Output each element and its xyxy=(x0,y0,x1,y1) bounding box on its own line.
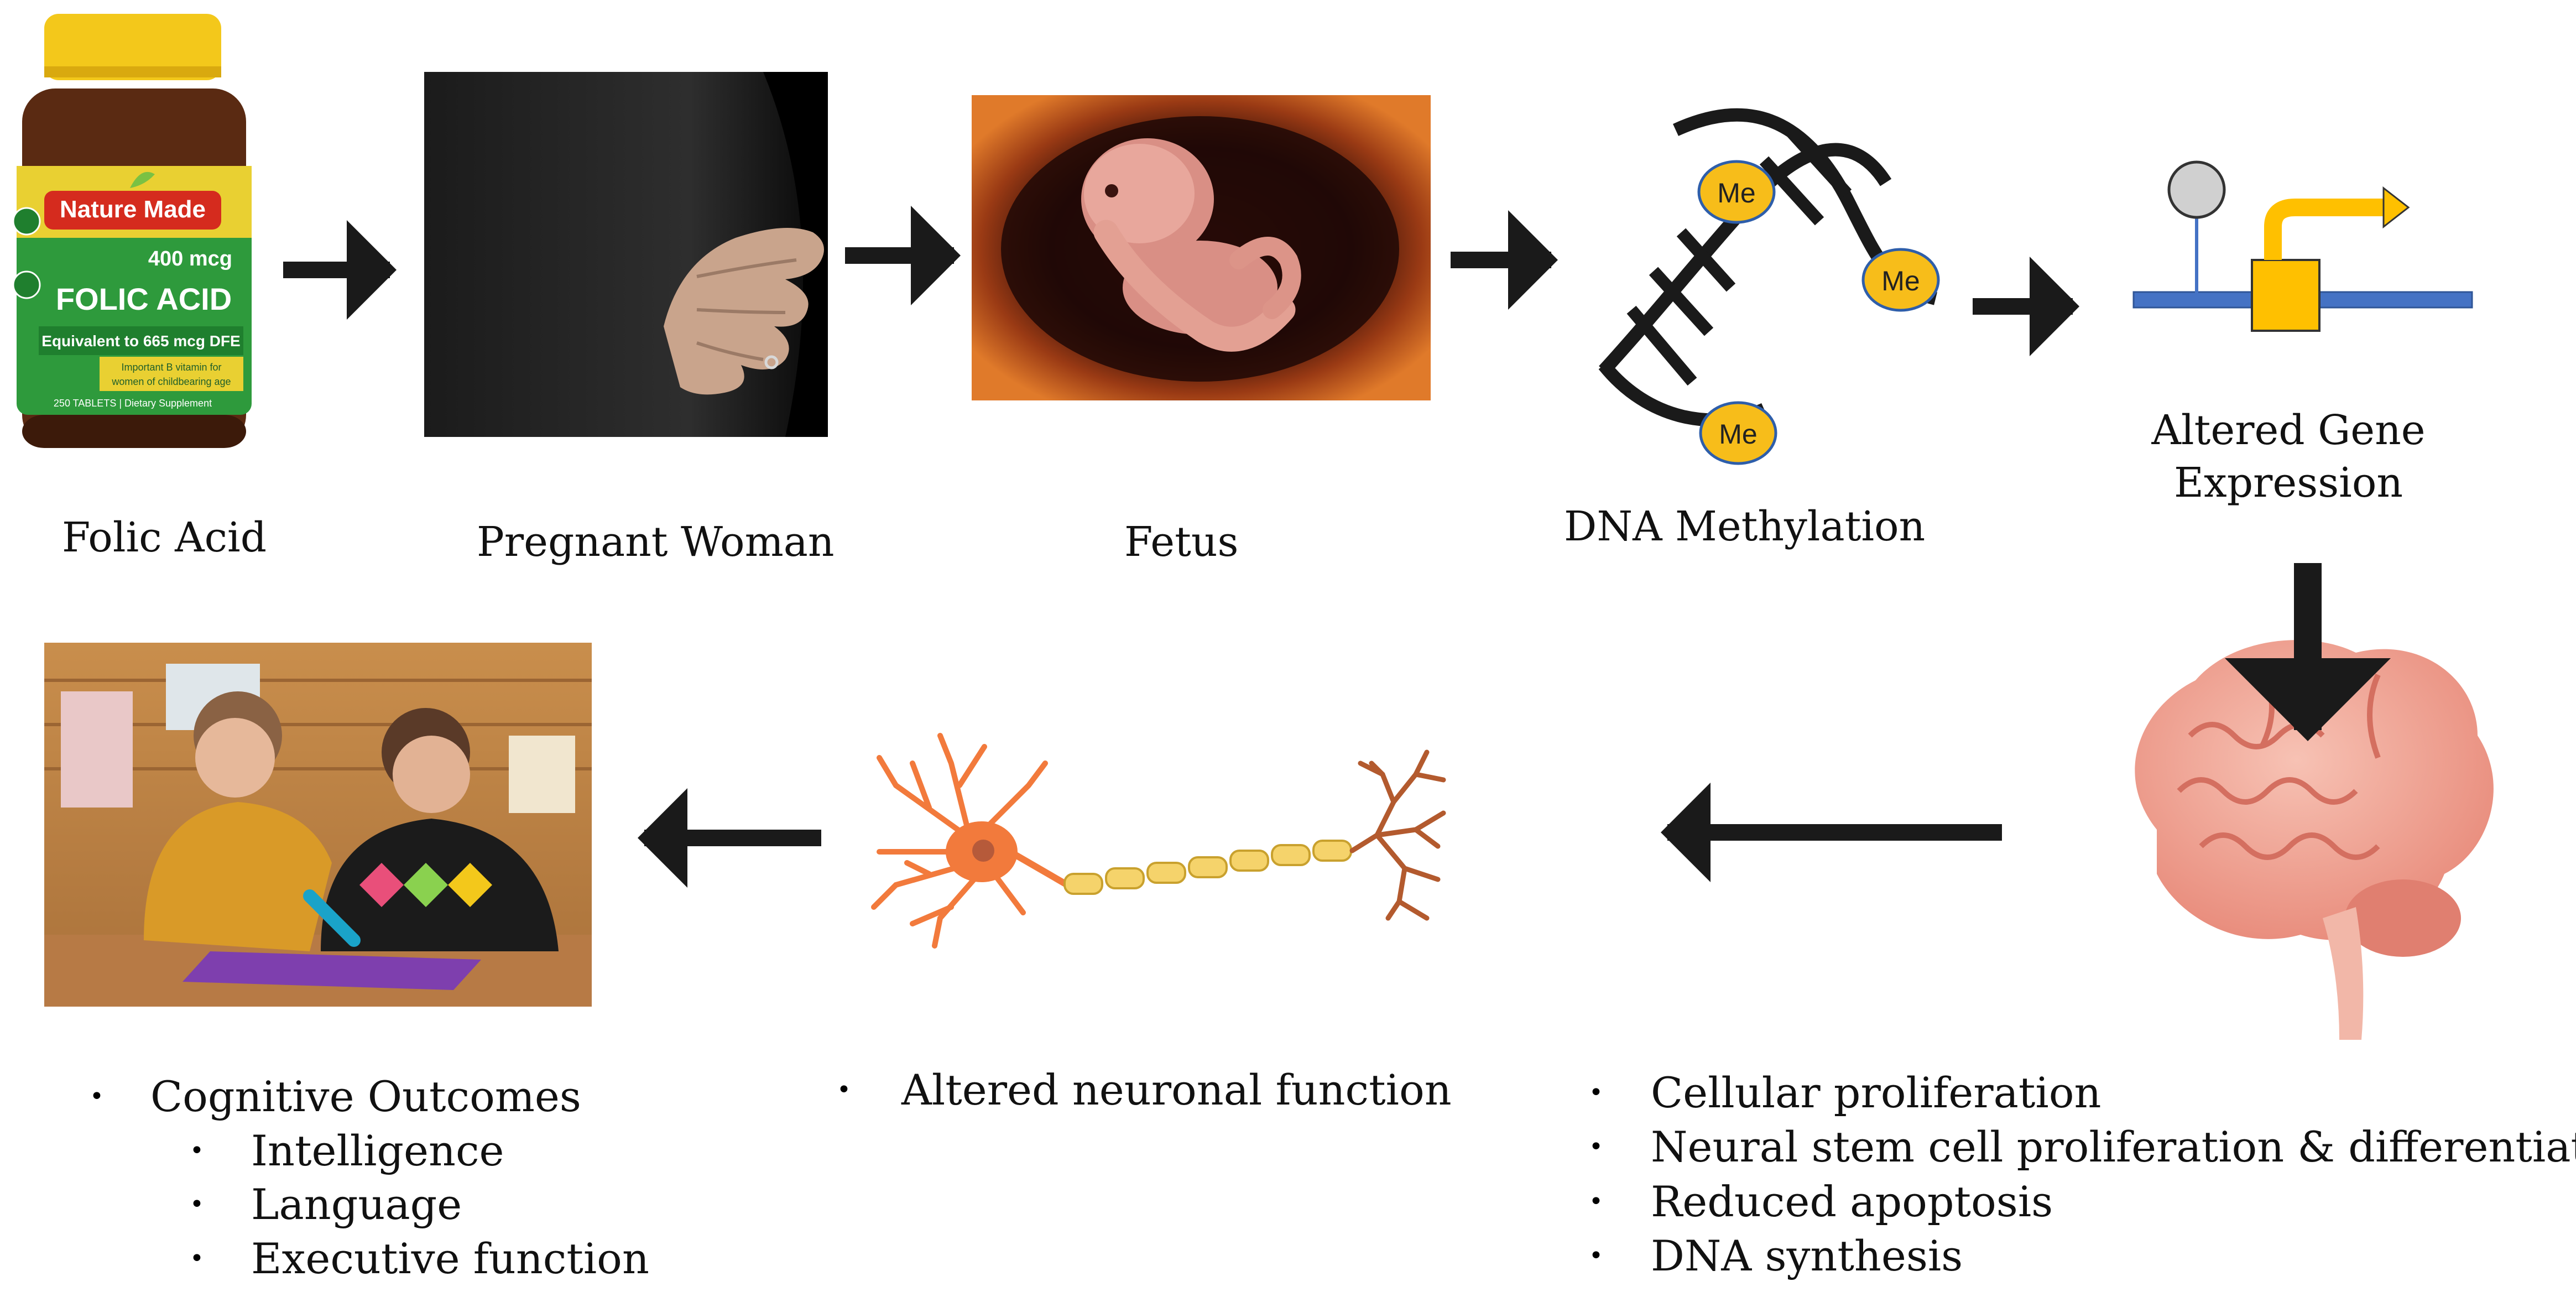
children-playing-image xyxy=(44,643,592,1007)
brain-effect-item: DNA synthesis xyxy=(1651,1231,1963,1280)
brand-text: Nature Made xyxy=(60,196,206,223)
outcome-item: Language xyxy=(251,1180,462,1229)
dose-text: 400 mcg xyxy=(148,247,232,270)
methyl-group-3: Me xyxy=(1699,401,1777,465)
note-line-2: women of childbearing age xyxy=(111,376,231,387)
gene-box xyxy=(2251,259,2321,332)
fetus-image xyxy=(972,95,1431,400)
methyl-label-1: Me xyxy=(1717,178,1755,209)
hand-icon xyxy=(664,228,824,395)
label-fetus: Fetus xyxy=(1124,518,1239,566)
brain-effect-item: Cellular proliferation xyxy=(1651,1068,2102,1117)
transcription-arrow-icon xyxy=(2382,186,2410,229)
label-folic-acid: Folic Acid xyxy=(62,514,267,561)
folic-acid-bottle-image: Nature Made 400 mcg FOLIC ACID Equivalen… xyxy=(12,14,252,448)
neuron-effect-text: Altered neuronal function xyxy=(901,1065,1452,1114)
brain-icon xyxy=(2135,640,2494,1040)
label-pregnant-woman: Pregnant Woman xyxy=(477,518,835,566)
bullet-dot: • xyxy=(1589,1242,1603,1270)
brand-badge xyxy=(44,191,221,230)
bullet-dot: • xyxy=(190,1137,204,1165)
methyl-group-1: Me xyxy=(1697,160,1776,224)
bullet-dot: • xyxy=(1589,1187,1603,1216)
bullet-dot: • xyxy=(190,1190,204,1218)
flow-arrows xyxy=(283,206,2391,888)
outcomes-title: Cognitive Outcomes xyxy=(150,1072,581,1121)
brain-effect-item: Neural stem cell proliferation & differe… xyxy=(1651,1122,2576,1171)
outcome-item: Executive function xyxy=(251,1234,649,1283)
gene-expression-icon xyxy=(2132,160,2473,332)
pregnant-woman-image xyxy=(424,72,828,437)
myelin-sheath xyxy=(1063,840,1352,895)
neuron-icon xyxy=(871,733,1446,949)
brain-effect-item: Reduced apoptosis xyxy=(1651,1177,2053,1226)
bullet-dot: • xyxy=(190,1244,204,1273)
methyl-group-2: Me xyxy=(1861,248,1940,312)
product-text: FOLIC ACID xyxy=(56,282,232,316)
methyl-mark-icon xyxy=(2167,160,2226,219)
methyl-label-3: Me xyxy=(1719,419,1757,450)
label-altered-gene-line1: Altered Gene xyxy=(2151,407,2426,454)
dna-helix-icon: Me Me Me xyxy=(1598,108,1940,465)
bullet-dot: • xyxy=(1589,1079,1603,1107)
label-altered-gene-line2: Expression xyxy=(2173,459,2403,507)
label-dna-methylation: DNA Methylation xyxy=(1564,503,1926,550)
bottle-cap xyxy=(44,14,221,80)
methyl-label-2: Me xyxy=(1881,265,1920,296)
bottle-footer-text: 250 TABLETS | Dietary Supplement xyxy=(54,398,212,409)
outcome-item: Intelligence xyxy=(251,1126,504,1175)
bullet-dot: • xyxy=(90,1082,104,1111)
bullet-dot: • xyxy=(837,1076,851,1104)
equivalent-text: Equivalent to 665 mcg DFE xyxy=(41,332,240,350)
bullet-dot: • xyxy=(1589,1133,1603,1161)
note-line-1: Important B vitamin for xyxy=(121,362,221,373)
